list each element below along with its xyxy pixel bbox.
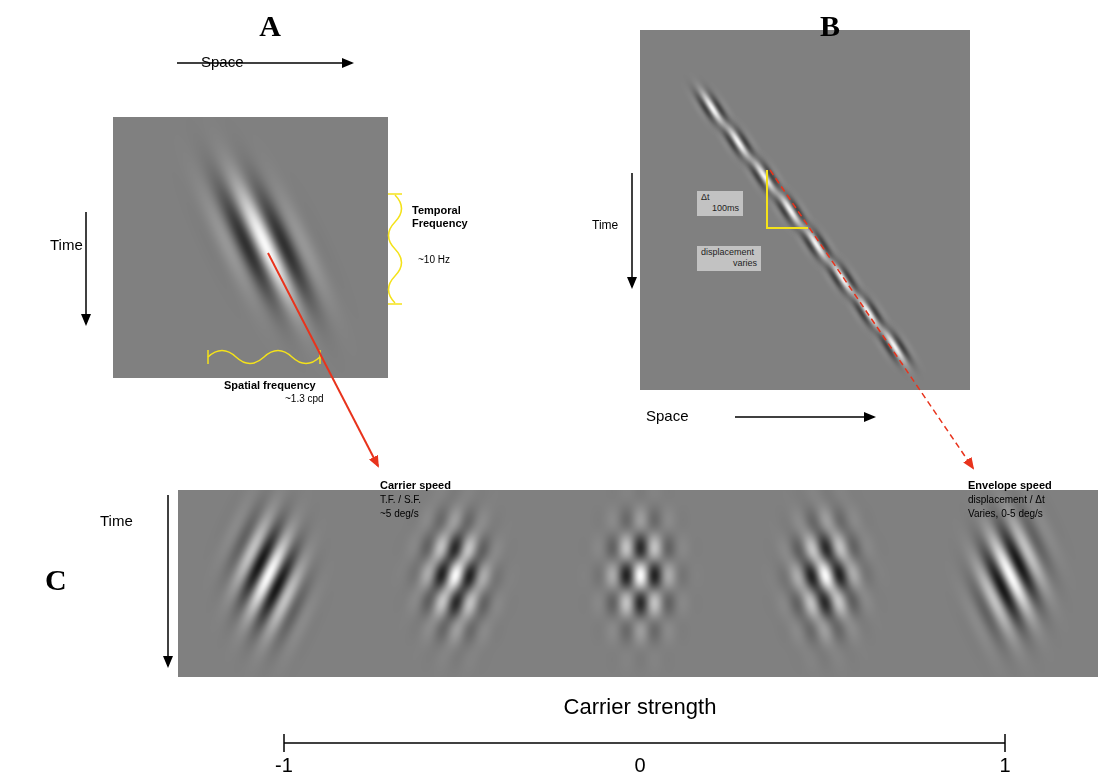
panel-letter: B — [820, 8, 840, 44]
panel-letter: A — [259, 8, 281, 44]
scale-tick — [283, 734, 285, 752]
axis-label: 0 — [634, 753, 645, 777]
wave-cap — [207, 350, 209, 364]
axis-label: Time — [592, 218, 618, 232]
axis-label: Space — [201, 53, 244, 71]
gabor-strip — [178, 490, 1098, 677]
axis-label: Time — [100, 512, 133, 530]
time-arrow — [85, 212, 87, 324]
space-arrow — [735, 416, 874, 418]
axis-label: Spatial frequency — [224, 379, 316, 392]
box-text: Δt — [701, 192, 739, 203]
wave-cap — [388, 193, 402, 195]
temporal-wave — [389, 195, 402, 303]
axis-label: Varies, 0-5 deg/s — [968, 508, 1043, 520]
carrier-speed-arrow — [268, 253, 378, 466]
box-text: varies — [701, 258, 757, 269]
time-arrow — [167, 495, 169, 666]
scale-tick — [1004, 734, 1006, 752]
box-text: 100ms — [701, 203, 739, 214]
axis-label: ~5 deg/s — [380, 508, 419, 520]
axis-label: Space — [646, 407, 689, 425]
displacement-marker — [767, 170, 808, 228]
box-text: displacement — [701, 247, 757, 258]
axis-label: Carrier strength — [564, 694, 717, 720]
label-box: Δt100ms — [697, 191, 743, 216]
gabor-plot — [113, 117, 388, 378]
axis-label: -1 — [275, 753, 293, 777]
axis-label: Envelope speed — [968, 479, 1052, 492]
wave-cap — [388, 303, 402, 305]
axis-label: Carrier speed — [380, 479, 451, 492]
label-box: displacementvaries — [697, 246, 761, 271]
axis-label: T.F. / S.F. — [380, 494, 421, 506]
axis-label: ~10 Hz — [418, 254, 450, 266]
panel-letter: C — [45, 562, 67, 598]
axis-label: ~1.3 cpd — [285, 393, 324, 405]
scale-line — [284, 742, 1005, 744]
axis-label: Time — [50, 236, 83, 254]
axis-label: displacement / Δt — [968, 494, 1045, 506]
spatial-wave — [208, 351, 320, 364]
axis-label: 1 — [999, 753, 1010, 777]
time-arrow — [631, 173, 633, 287]
axis-label: Temporal Frequency — [412, 204, 478, 230]
gabor-plot — [640, 30, 970, 390]
envelope-speed-arrow — [770, 170, 973, 468]
